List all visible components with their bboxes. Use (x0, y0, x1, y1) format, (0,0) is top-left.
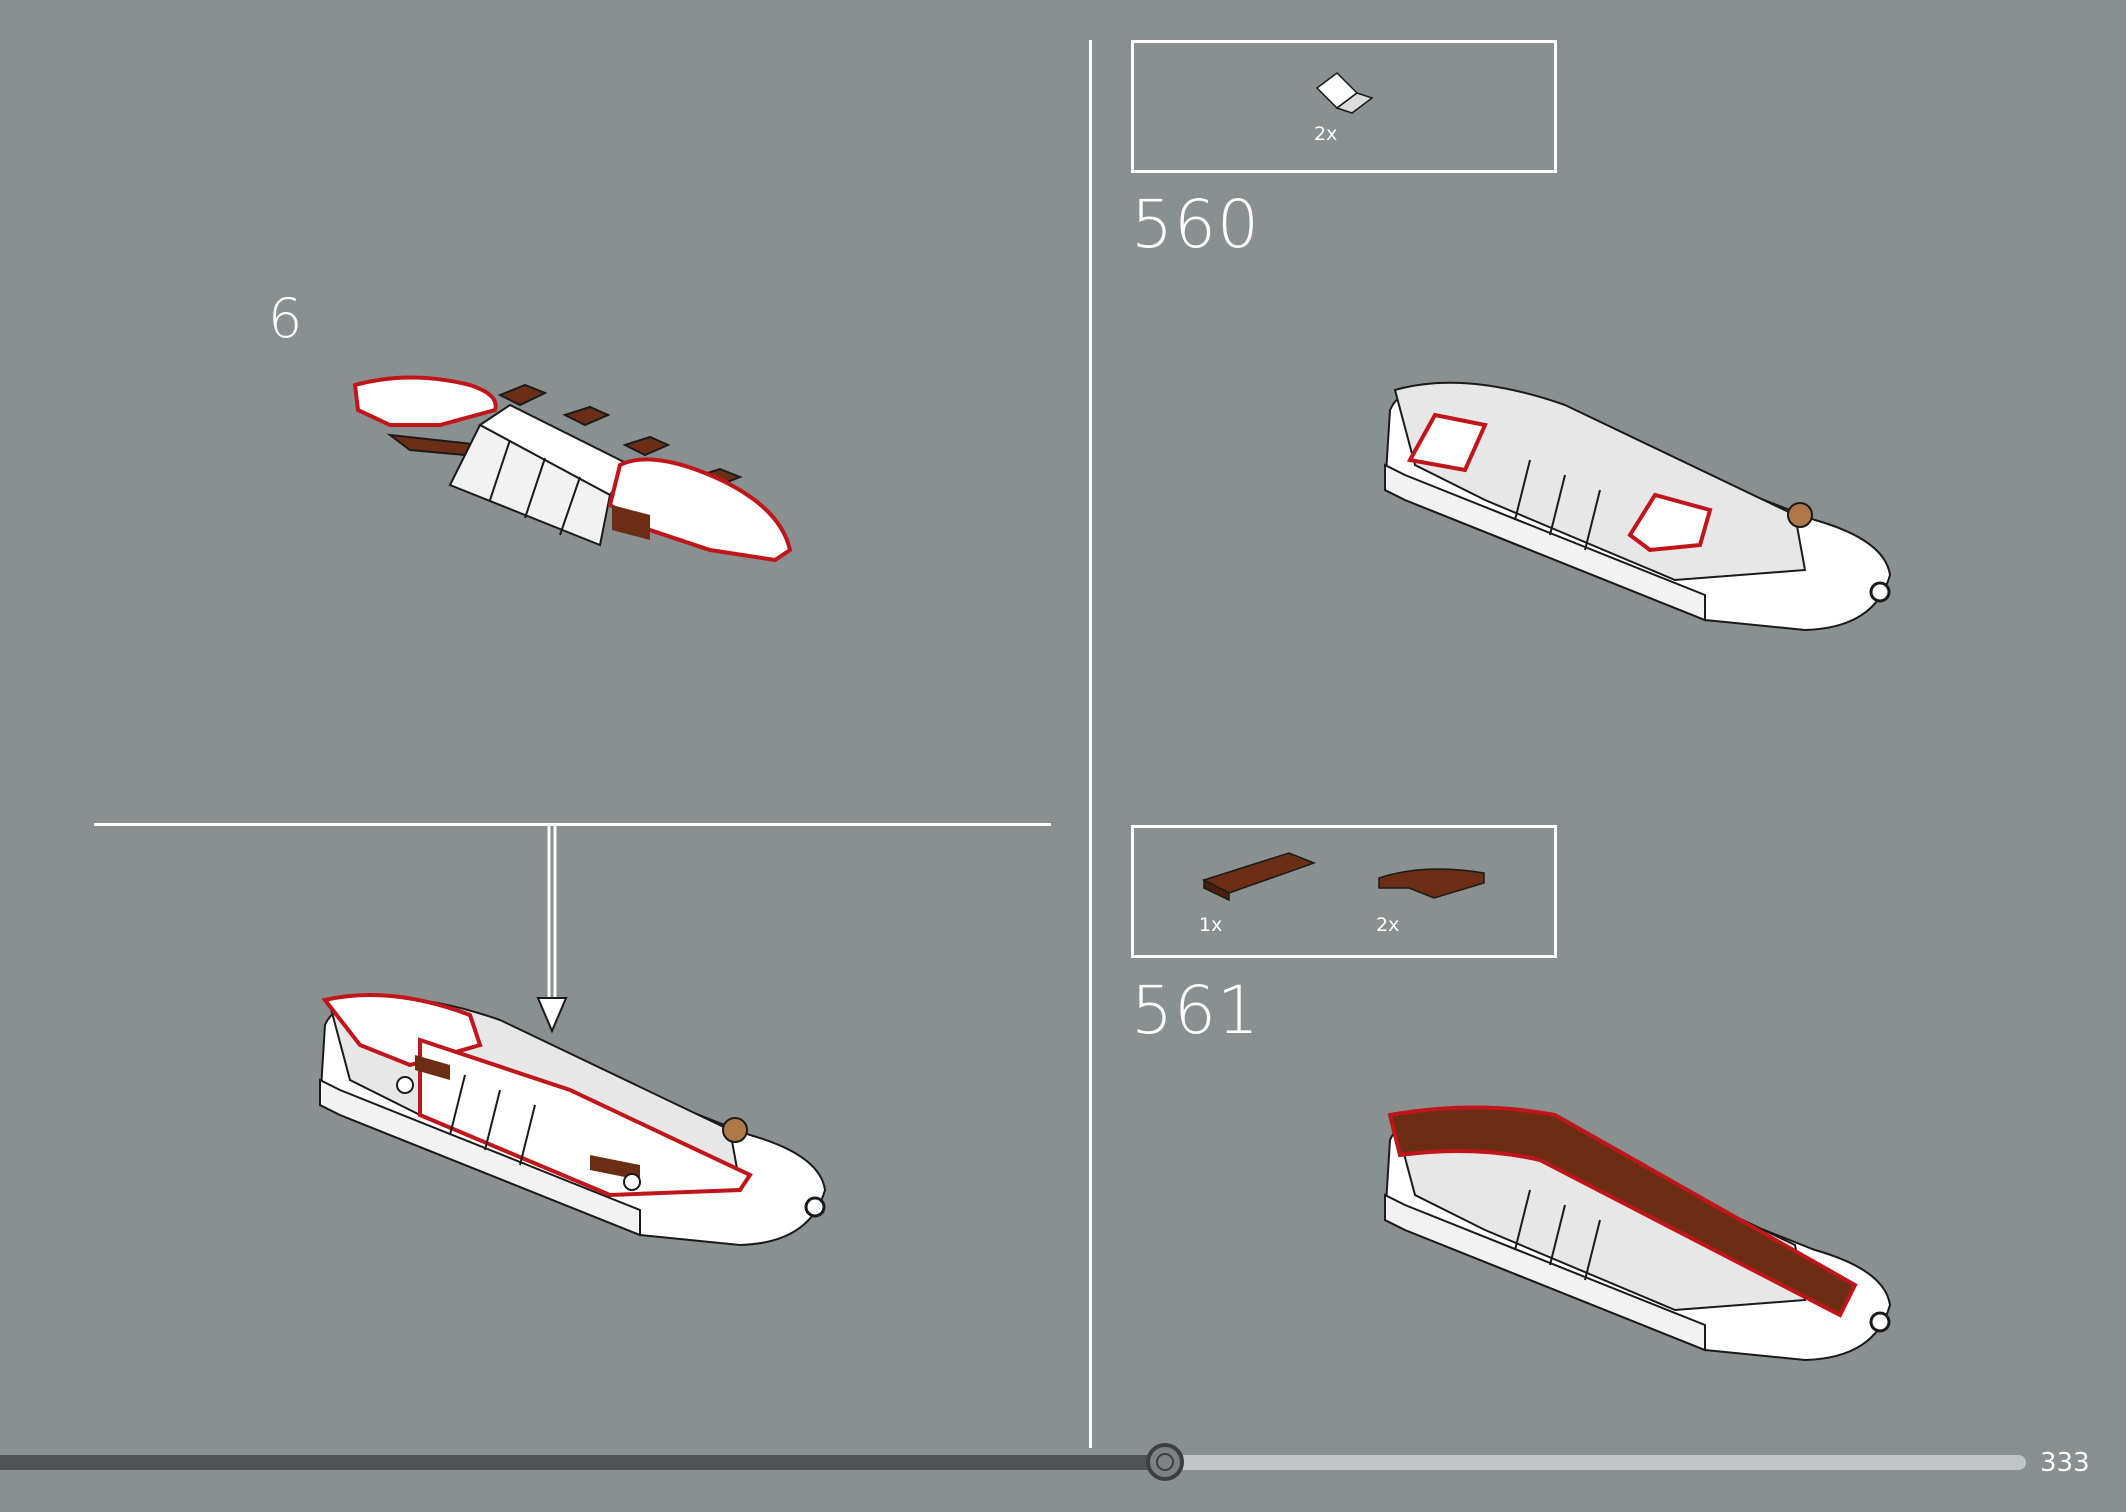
model-step-561 (1383, 1105, 1892, 1362)
step-number-561: 561 (1131, 972, 1260, 1049)
part-quantity: 2x (1376, 914, 1400, 936)
down-arrow-icon (536, 826, 568, 1034)
parts-callout-560: 2x (1131, 40, 1557, 173)
brown-tile-piece-icon (1202, 852, 1317, 902)
horizontal-divider (94, 823, 1051, 826)
step-number-560: 560 (1131, 186, 1260, 263)
part-quantity: 2x (1314, 123, 1338, 145)
subassembly-model (352, 375, 793, 563)
base-model-left (318, 993, 827, 1247)
brown-curved-slope-piece-icon (1378, 868, 1485, 899)
parts-callout-561: 1x 2x (1131, 825, 1557, 958)
part-quantity: 1x (1199, 914, 1223, 936)
model-step-560 (1383, 381, 1892, 632)
vertical-divider (1089, 40, 1092, 1448)
page-number: 333 (2040, 1448, 2090, 1478)
progress-fill (0, 1455, 1165, 1470)
white-slope-piece-icon (1315, 72, 1374, 114)
substep-number: 6 (268, 287, 304, 350)
progress-knob[interactable] (1146, 1443, 1184, 1481)
